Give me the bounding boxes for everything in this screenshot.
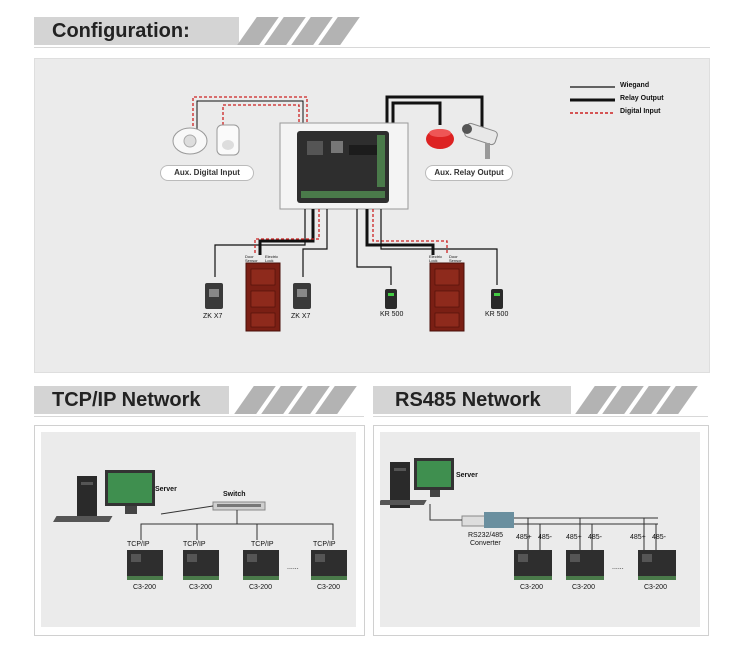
tcpip-panel-inner: Server Switch TCP/IP TCP/IP TCP/IP TCP/I… — [41, 432, 356, 627]
switch-label: Switch — [223, 491, 246, 498]
legend-digital-label: Digital Input — [620, 108, 661, 115]
configuration-panel: Wiegand Relay Output Digital Input Aux. … — [34, 58, 710, 373]
legend-wiegand-label: Wiegand — [620, 82, 650, 89]
serial-wire — [429, 504, 462, 521]
banner-rule — [34, 47, 710, 48]
rs485-panel-inner: Server RS232/485 Converter 485+ 485- 485… — [380, 432, 700, 627]
aux-relay-output-label: Aux. Relay Output — [425, 165, 513, 181]
network-wire — [237, 523, 334, 540]
banner-rule — [34, 416, 364, 417]
rs485-plus-label: 485+ — [516, 534, 532, 541]
tcpip-diagram — [53, 470, 347, 580]
server-keyboard — [380, 500, 427, 505]
relay-wire — [258, 209, 315, 255]
legend-relay-label: Relay Output — [620, 95, 664, 102]
controller-label: C3-200 — [189, 584, 212, 591]
reader-label: ZK X7 — [291, 313, 311, 320]
rs485-title: RS485 Network — [395, 389, 541, 411]
rs485-plus-label: 485+ — [566, 534, 582, 541]
controller-label: C3-200 — [249, 584, 272, 591]
reader-label: KR 500 — [380, 311, 404, 318]
wiegand-wire — [380, 209, 498, 285]
reader-label: ZK X7 — [203, 313, 223, 320]
controller-terminal — [377, 135, 385, 187]
server-label: Server — [155, 486, 177, 493]
banner-rule — [373, 416, 708, 417]
rs485-panel: Server RS232/485 Converter 485+ 485- 485… — [373, 425, 709, 636]
tcpip-title: TCP/IP Network — [52, 389, 201, 411]
wiegand-wire — [356, 209, 392, 285]
digital-wire — [254, 209, 320, 255]
more-controllers-ellipsis: ...... — [612, 564, 624, 571]
controller-chip — [331, 141, 343, 153]
network-wire — [140, 510, 238, 540]
rs485-diagram — [380, 458, 676, 580]
reader-kr500-1 — [385, 289, 397, 309]
relay-wire — [365, 209, 435, 255]
server-keyboard — [53, 516, 113, 522]
controller-chip — [349, 145, 379, 155]
rs485-minus-label: 485- — [652, 534, 667, 541]
digital-input-wire — [196, 100, 304, 131]
digital-input-wire — [222, 104, 300, 127]
tcpip-link-label: TCP/IP — [251, 541, 274, 548]
banner-bar — [373, 386, 571, 414]
relay-output-wire — [385, 95, 484, 131]
digital-input-wire — [192, 96, 308, 131]
door-sensor-label: Door Sensor — [449, 254, 462, 263]
more-controllers-ellipsis: ...... — [287, 564, 299, 571]
controller-terminal — [301, 191, 385, 198]
rs485-plus-label: 485+ — [630, 534, 646, 541]
relay-output-wire — [391, 101, 442, 125]
server-label: Server — [456, 472, 478, 479]
configuration-diagram — [172, 86, 615, 332]
controller-label: C3-200 — [520, 584, 543, 591]
controller-label: C3-200 — [644, 584, 667, 591]
reader-kr500-2 — [491, 289, 503, 309]
rs485-banner: RS485 Network — [373, 386, 698, 414]
controller-label: C3-200 — [572, 584, 595, 591]
configuration-title: Configuration: — [52, 20, 190, 42]
door-sensor-label: Door Sensor — [245, 254, 258, 263]
controller-label: C3-200 — [317, 584, 340, 591]
tcpip-banner: TCP/IP Network — [34, 386, 357, 414]
electric-lock-label: Electric Lock — [265, 254, 279, 263]
tcpip-link-label: TCP/IP — [127, 541, 150, 548]
rs485-minus-label: 485- — [588, 534, 603, 541]
rs485-minus-label: 485- — [538, 534, 553, 541]
controller-label: C3-200 — [133, 584, 156, 591]
banner-bar — [34, 386, 229, 414]
server-tower — [390, 462, 410, 508]
network-wire — [196, 523, 237, 540]
banner-bar — [34, 17, 239, 45]
tcpip-link-label: TCP/IP — [313, 541, 336, 548]
digital-wire — [372, 209, 448, 255]
wiegand-wire — [302, 209, 328, 277]
controller-chip — [307, 141, 323, 155]
server-tower — [77, 476, 97, 522]
converter-label-line1: RS232/485 — [468, 532, 504, 539]
tcpip-panel: Server Switch TCP/IP TCP/IP TCP/IP TCP/I… — [34, 425, 365, 636]
network-wire — [160, 505, 214, 515]
tcpip-link-label: TCP/IP — [183, 541, 206, 548]
configuration-banner: Configuration: — [34, 17, 360, 45]
network-wire — [237, 523, 258, 540]
electric-lock-label: Electric Lock — [429, 254, 443, 263]
aux-digital-input-label: Aux. Digital Input — [160, 165, 254, 181]
reader-label: KR 500 — [485, 311, 509, 318]
converter-label-line2: Converter — [470, 540, 501, 547]
